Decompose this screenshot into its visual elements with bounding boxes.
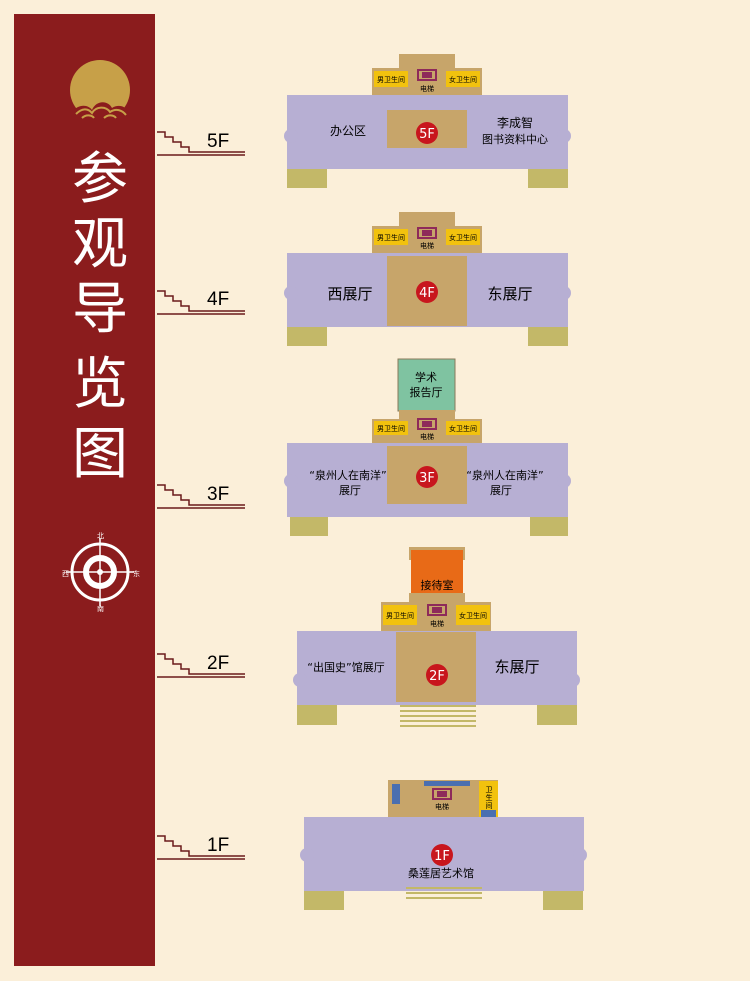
hall-label-1f-main: 桑莲居艺术馆 [408, 866, 474, 880]
floor-plan-2f[interactable]: 接待室 男卫生间 女卫生间 电梯 2F “出国史”馆展厅 东展厅 [293, 547, 580, 727]
floor-label-2f: 2F [207, 653, 230, 674]
floor-badge-5f: 5F [419, 127, 435, 142]
wc-male-label-3f: 男卫生间 [377, 424, 405, 433]
room-label-3f-report-1: 学术 [415, 370, 437, 384]
wc-male-label-5f: 男卫生间 [377, 75, 405, 84]
hall-label-4f-right: 东展厅 [487, 285, 532, 303]
stairs-icon-4f [157, 290, 245, 315]
elevator-label-2f: 电梯 [430, 619, 444, 628]
wc-label-1f-3: 间 [486, 802, 493, 810]
stairs-icon-5f [157, 131, 245, 156]
floor-label-1f: 1F [207, 835, 230, 856]
hall-label-5f-right-2: 图书资料中心 [482, 132, 548, 146]
floor-badge-3f: 3F [419, 471, 435, 486]
title-char-3: 导 [72, 277, 128, 342]
wc-male-label-4f: 男卫生间 [377, 233, 405, 242]
elevator-label-5f: 电梯 [420, 84, 434, 93]
room-label-3f-report-2: 报告厅 [410, 385, 443, 399]
entrance-steps-1f [406, 887, 482, 899]
stairs-icon-2f [157, 653, 245, 678]
floor-badge-1f: 1F [434, 849, 450, 864]
floor-label-3f: 3F [207, 484, 230, 505]
elevator-label-4f: 电梯 [420, 241, 434, 250]
compass-east: 东 [133, 570, 140, 578]
floor-plan-5f[interactable]: 男卫生间 女卫生间 电梯 5F 办公区 李成智 图书资料中心 [284, 54, 571, 188]
wc-female-label-5f: 女卫生间 [449, 75, 477, 84]
elevator-label-1f: 电梯 [435, 802, 449, 811]
title-char-2: 观 [72, 212, 128, 277]
left-title-band [14, 14, 155, 966]
wc-label-1f-1: 卫 [486, 786, 493, 794]
hall-label-4f-left: 西展厅 [327, 285, 372, 303]
elevator-label-3f: 电梯 [420, 432, 434, 441]
entrance-steps-2f [400, 705, 476, 727]
hall-label-2f-left: “出国史”馆展厅 [307, 660, 384, 674]
hall-label-5f-right-1: 李成智 [497, 115, 533, 130]
floor-plan-1f[interactable]: 电梯 卫 生 间 1F 桑莲居艺术馆 [300, 780, 587, 910]
wc-male-label-2f: 男卫生间 [386, 611, 414, 620]
hall-label-3f-left-2: 展厅 [339, 484, 361, 497]
hall-label-3f-left-1: “泉州人在南洋” [309, 468, 386, 482]
compass-south: 南 [97, 605, 104, 613]
floor-label-5f: 5F [207, 131, 230, 152]
compass-north: 北 [97, 532, 104, 540]
floor-badge-4f: 4F [419, 286, 435, 301]
title-char-1: 参 [72, 147, 128, 212]
floor-plan-3f[interactable]: 学术 报告厅 男卫生间 女卫生间 电梯 3F “泉州人在南洋” 展厅 “泉州人在… [284, 358, 571, 536]
stairs-icon-1f [157, 835, 245, 860]
wc-label-1f-2: 生 [486, 793, 493, 802]
wc-female-label-2f: 女卫生间 [459, 611, 487, 620]
stairs-icon-3f [157, 484, 245, 509]
floor-plan-4f[interactable]: 男卫生间 女卫生间 电梯 4F 西展厅 东展厅 [284, 212, 571, 346]
hall-label-2f-right: 东展厅 [494, 658, 539, 676]
floor-label-4f: 4F [207, 289, 230, 310]
compass-west: 西 [62, 570, 69, 578]
hall-label-3f-right-1: “泉州人在南洋” [466, 468, 543, 482]
hall-label-5f-left: 办公区 [330, 123, 366, 138]
wc-female-label-3f: 女卫生间 [449, 424, 477, 433]
compass-icon [66, 538, 134, 606]
title-char-5: 图 [72, 422, 128, 487]
hall-label-3f-right-2: 展厅 [490, 484, 512, 497]
title-char-4: 览 [72, 352, 128, 417]
floor-badge-2f: 2F [429, 669, 445, 684]
moon-cloud-logo-icon [70, 60, 130, 120]
room-label-2f-reception: 接待室 [421, 578, 454, 592]
wc-female-label-4f: 女卫生间 [449, 233, 477, 242]
